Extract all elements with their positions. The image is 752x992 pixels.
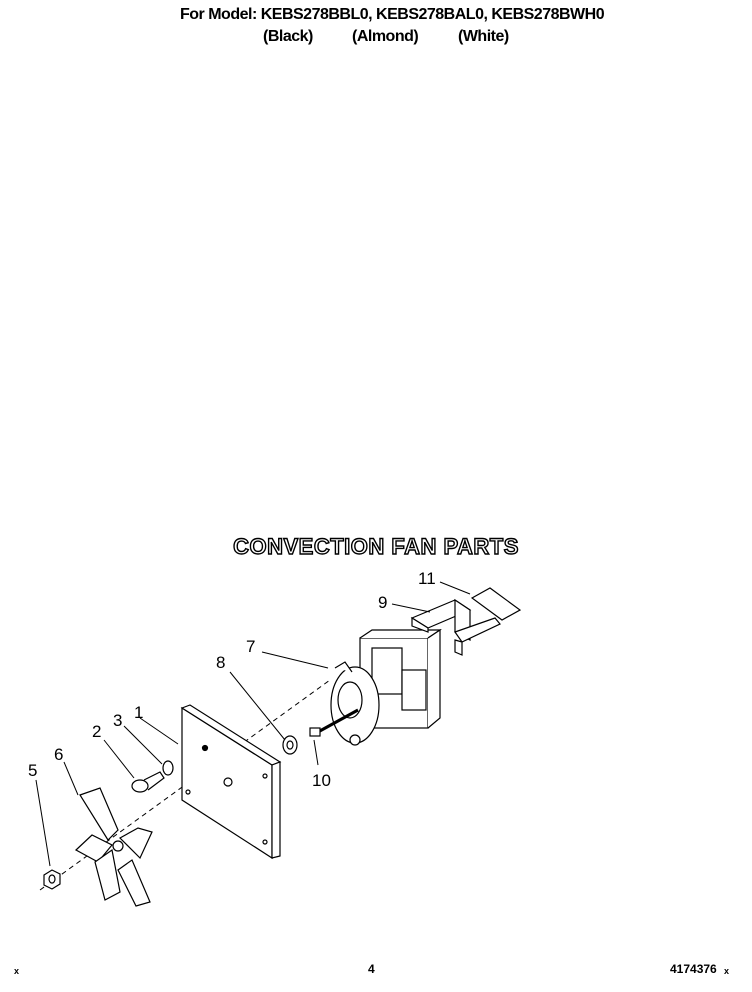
footer-mark-left: x xyxy=(14,966,20,976)
fan-blade xyxy=(74,787,153,907)
shaft-clip xyxy=(309,727,321,737)
color-almond: (Almond) xyxy=(352,28,419,45)
mounting-plate xyxy=(180,704,282,860)
callout-5: 5 xyxy=(28,761,37,780)
mounting-bracket xyxy=(410,598,501,656)
callout-9: 9 xyxy=(378,593,387,612)
callout-2: 2 xyxy=(92,722,101,741)
callout-7: 7 xyxy=(246,637,255,656)
callout-10: 10 xyxy=(312,771,331,790)
callout-1: 1 xyxy=(134,703,143,722)
fan-motor xyxy=(317,628,442,746)
callout-8: 8 xyxy=(216,653,225,672)
nut xyxy=(43,869,61,890)
callout-3: 3 xyxy=(113,711,122,730)
page-number: 4 xyxy=(368,962,375,976)
insulator-pad xyxy=(470,587,522,621)
washer xyxy=(282,735,298,755)
leader-lines xyxy=(35,581,471,867)
lock-washer xyxy=(162,760,174,776)
callout-6: 6 xyxy=(54,745,63,764)
section-title: CONVECTION FAN PARTS xyxy=(232,533,519,559)
model-list: For Model: KEBS278BBL0, KEBS278BAL0, KEB… xyxy=(180,6,605,23)
callout-11: 11 xyxy=(418,569,436,588)
footer-mark-right: x xyxy=(724,966,730,976)
assembly-axis-line xyxy=(39,679,331,891)
document-number: 4174376 xyxy=(670,962,717,976)
callout-labels: 1 2 3 5 6 7 8 9 10 11 xyxy=(28,569,436,790)
color-black: (Black) xyxy=(263,28,313,45)
bolt xyxy=(131,771,165,793)
color-white: (White) xyxy=(458,28,509,45)
